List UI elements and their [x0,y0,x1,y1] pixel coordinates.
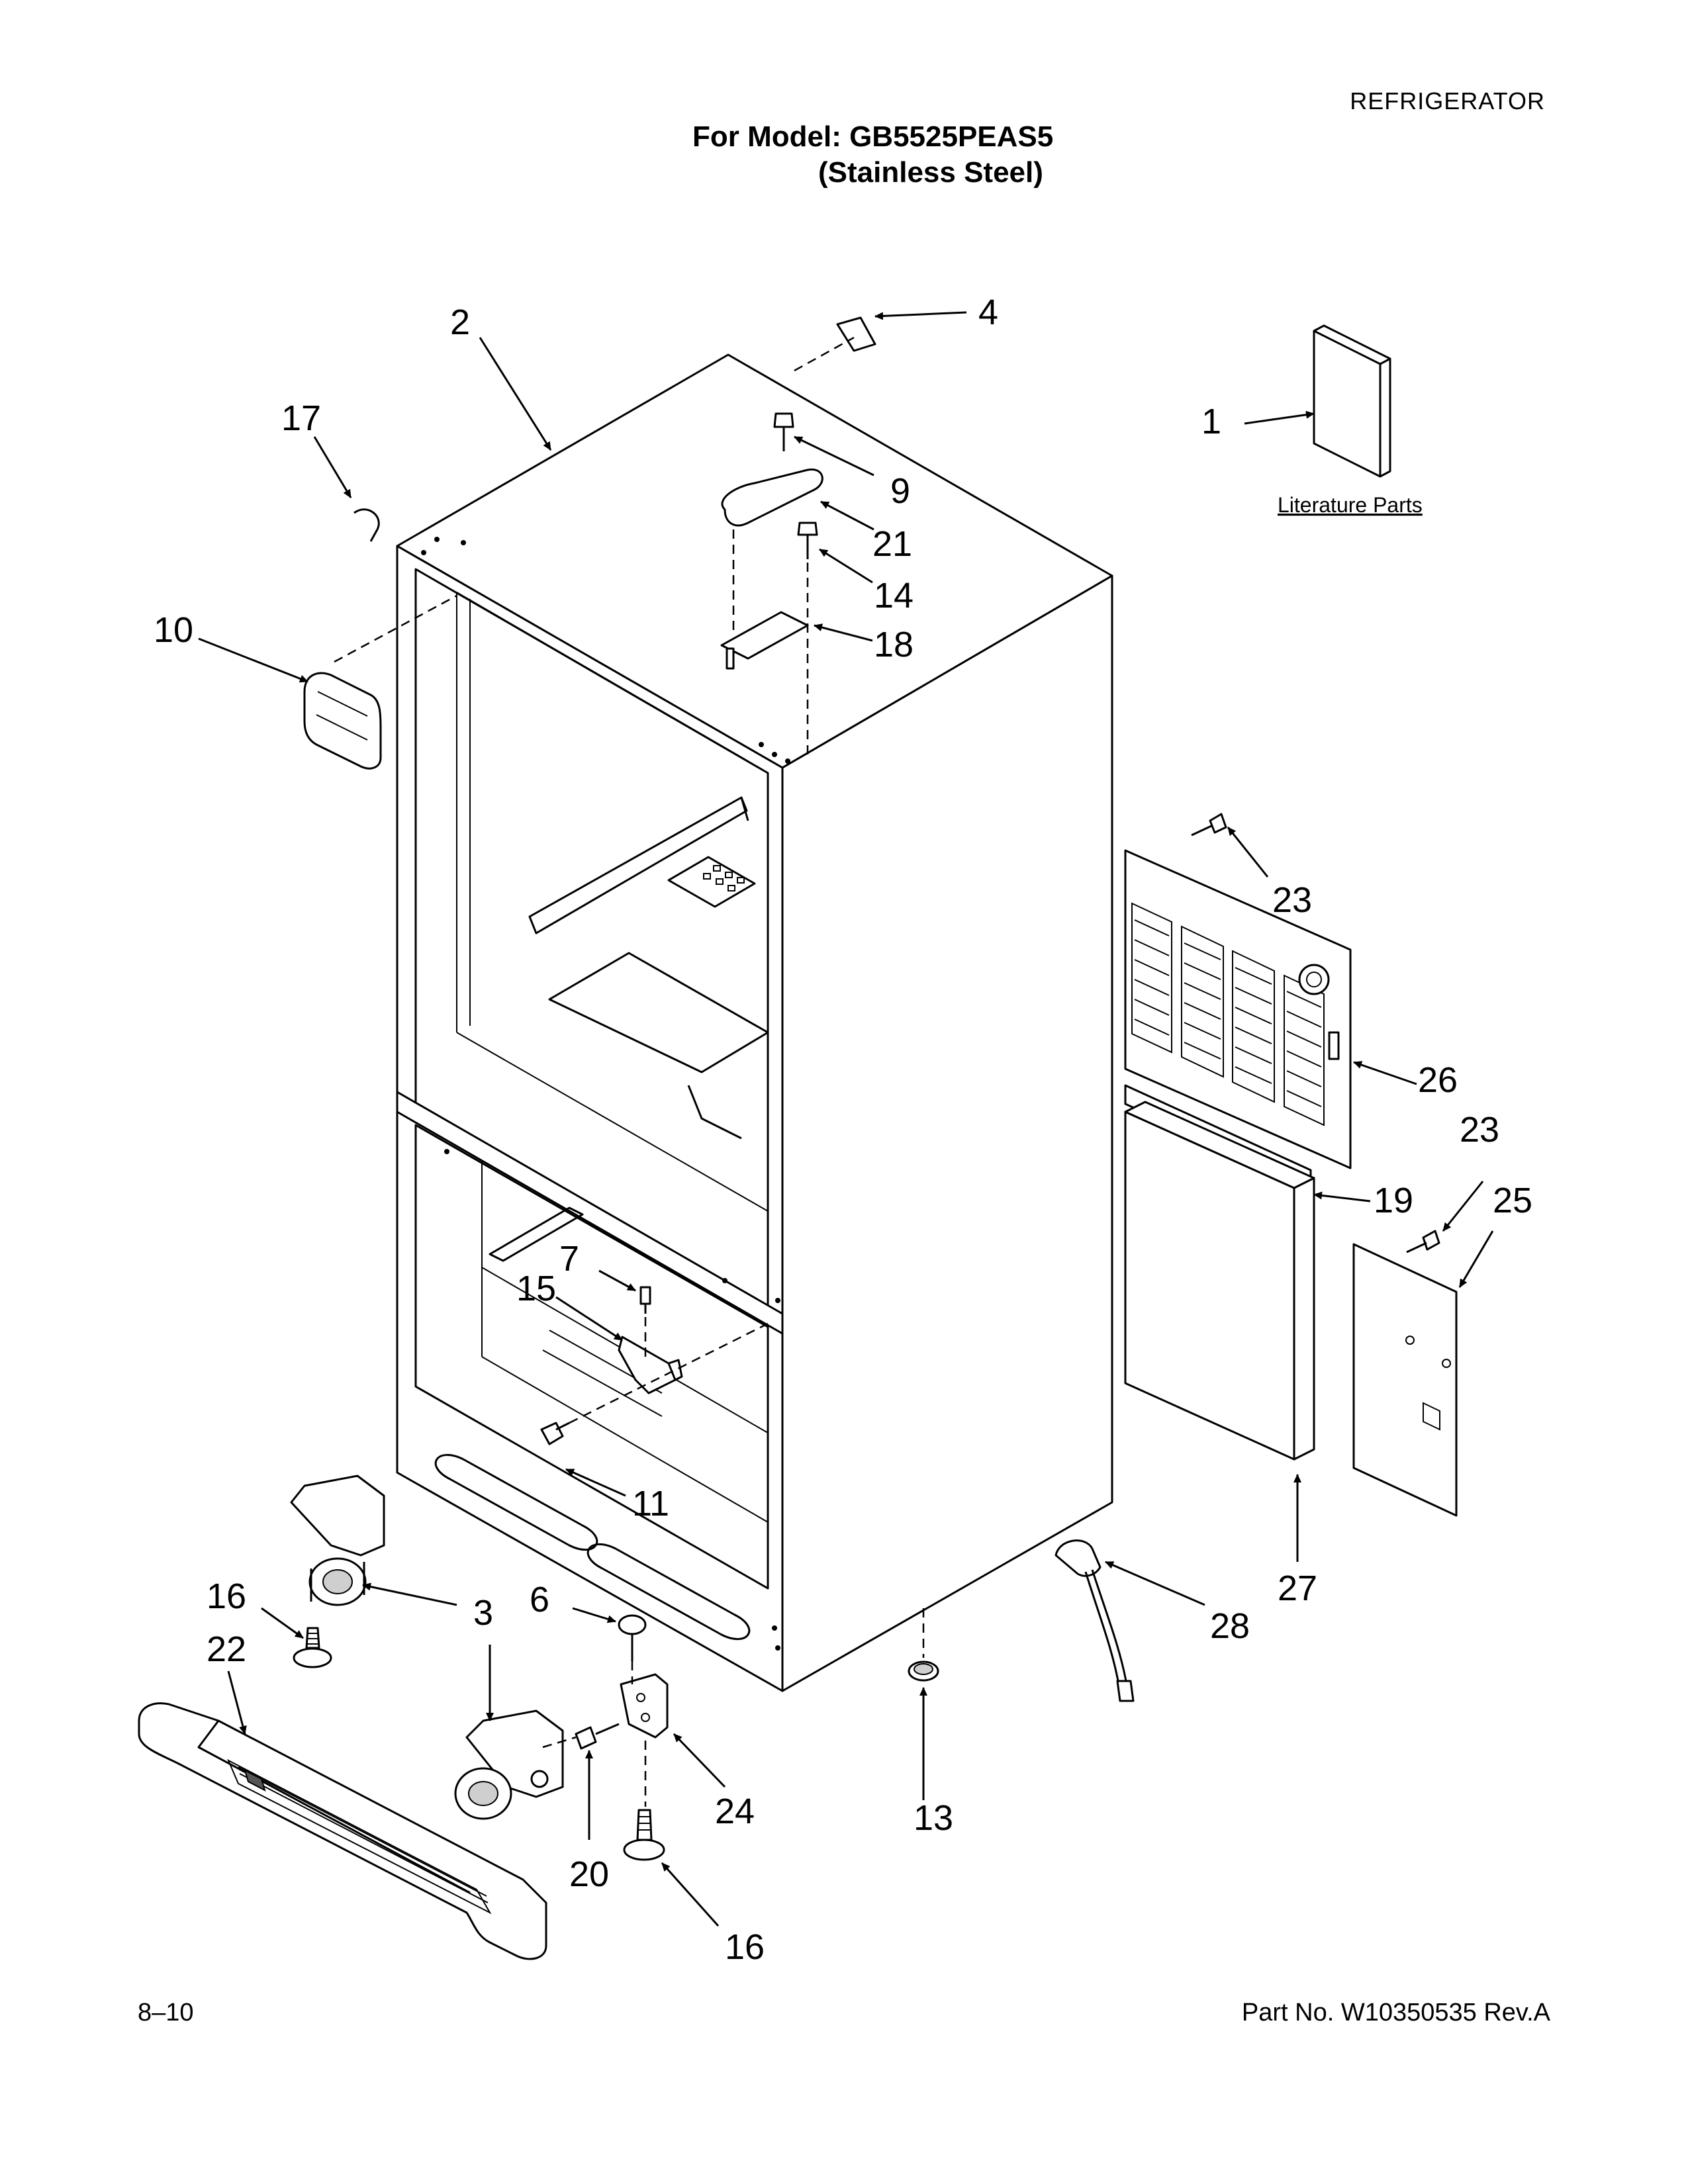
model-heading: For Model: GB5525PEAS5 (Stainless Steel) [692,119,1053,191]
callout-26: 26 [1418,1060,1458,1100]
callout-7: 7 [559,1239,579,1279]
callout-9: 9 [890,471,910,511]
callout-numbers: 4 2 1 17 9 21 14 18 10 23 26 23 19 25 7 … [154,293,1532,1967]
leveling-leg-rear [293,1627,332,1668]
callout-28: 28 [1210,1606,1250,1646]
callout-11: 11 [632,1484,669,1524]
front-roller-assembly [454,1709,564,1820]
cabinet-plug [908,1608,939,1682]
callout-22: 22 [207,1629,246,1669]
machine-compartment-panels [1124,813,1458,1517]
callout-24: 24 [715,1792,755,1831]
cabinet [396,353,1113,1692]
top-hinge-assembly [720,316,876,754]
callout-18: 18 [874,625,914,664]
callout-23-top: 23 [1272,880,1312,920]
toe-grille [138,1702,547,1960]
callout-16-front: 16 [725,1927,765,1967]
literature-parts-label: Literature Parts [1278,493,1423,517]
literature-manual [1313,324,1391,478]
callout-13: 13 [914,1798,953,1838]
leader-lines [198,311,1494,1927]
callout-23-lower: 23 [1460,1110,1499,1150]
callout-2: 2 [450,302,470,342]
callout-27: 27 [1278,1569,1317,1608]
rear-roller-assembly [290,1475,385,1606]
callout-4: 4 [978,293,998,332]
power-cord [1055,1539,1135,1702]
callout-14: 14 [874,576,914,615]
finish-line: (Stainless Steel) [818,156,1043,189]
drain-tube [353,508,380,542]
hinge-bracket-24 [542,1614,669,1807]
callout-16-rear: 16 [207,1576,246,1616]
section-title: REFRIGERATOR [1350,87,1545,114]
callout-10: 10 [154,610,193,650]
callout-19: 19 [1374,1181,1413,1220]
callout-20: 20 [569,1854,609,1894]
part-number: Part No. W10350535 Rev.A [1241,1999,1550,2026]
callout-21: 21 [872,524,912,564]
callout-25: 25 [1493,1181,1532,1220]
middle-hinge-assembly [540,1286,769,1445]
callout-1: 1 [1201,402,1221,441]
callout-15: 15 [516,1269,556,1308]
callout-17: 17 [281,398,321,438]
page-number: 8–10 [138,1999,194,2026]
control-housing [303,594,457,770]
callout-6: 6 [530,1580,549,1619]
model-line: For Model: GB5525PEAS5 [692,120,1054,153]
callout-3: 3 [473,1593,493,1633]
leveling-leg-front [623,1809,665,1861]
